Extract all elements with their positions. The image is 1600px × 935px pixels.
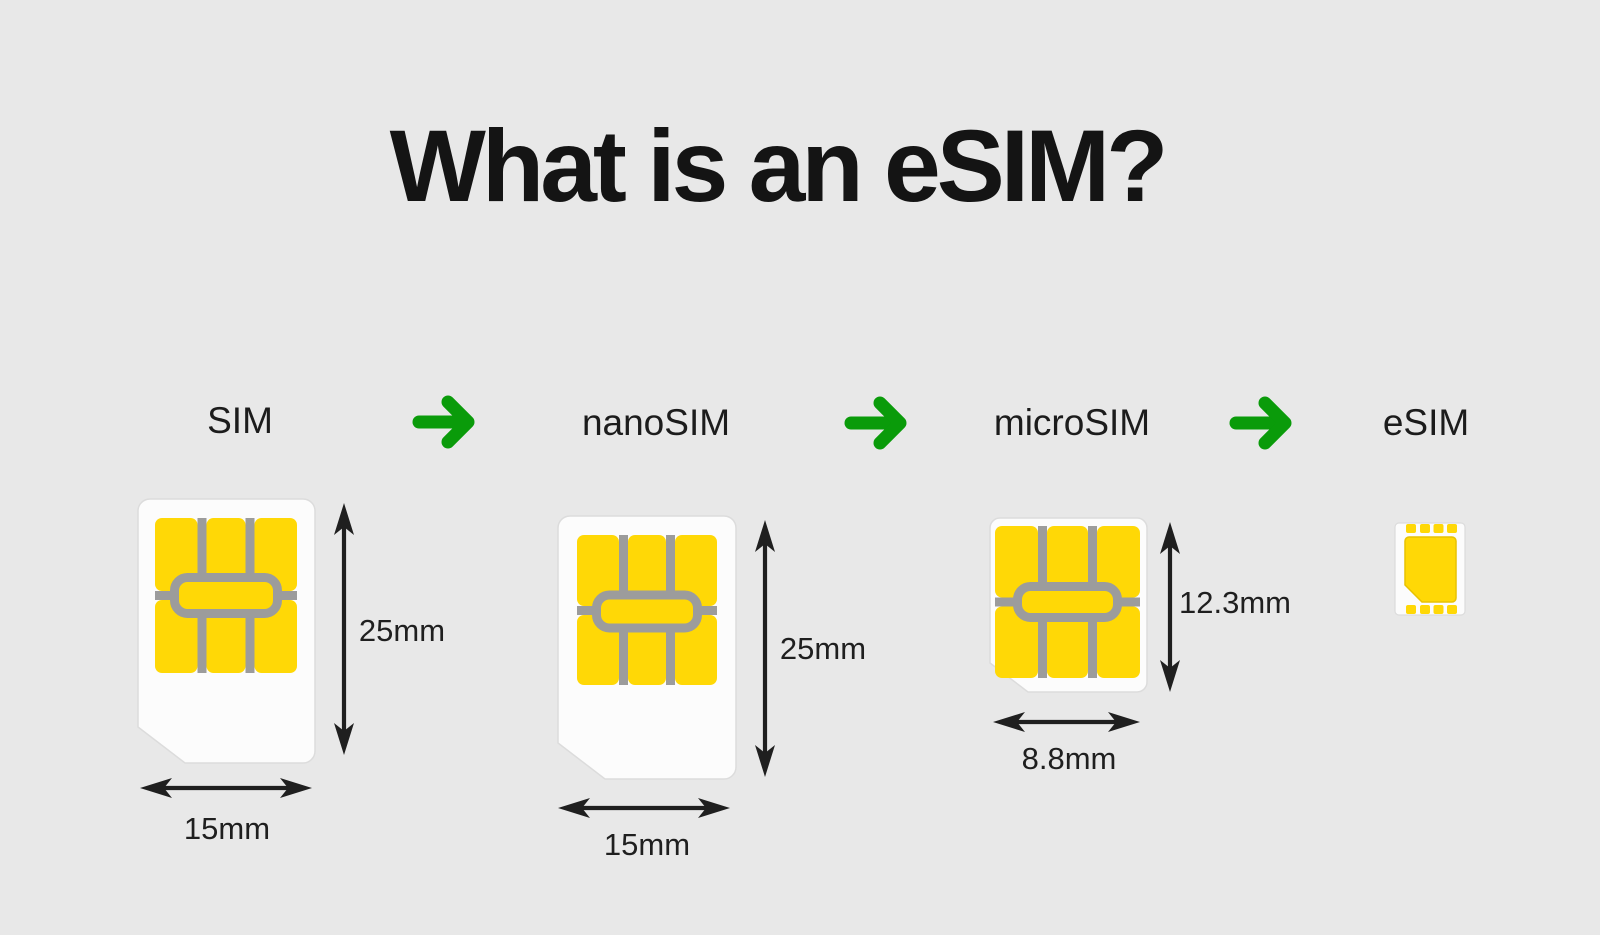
- arrow-microsim-to-esim-icon: [1229, 396, 1292, 450]
- esim-die-icon: [1404, 536, 1457, 603]
- microsim-width-arrow-icon: [993, 712, 1140, 732]
- nanosim-label: nanoSIM: [581, 402, 731, 443]
- arrow-nanosim-to-microsim-icon: [844, 396, 907, 450]
- microsim-chip-contacts-icon: [995, 526, 1140, 678]
- nanosim-width-arrow-icon: [558, 798, 730, 818]
- microsim-height-value: 12.3mm: [1179, 585, 1291, 620]
- esim-label: eSIM: [1382, 402, 1470, 443]
- sim-height-value: 25mm: [358, 613, 446, 648]
- nanosim-chip-contacts-icon: [577, 535, 717, 685]
- sim-width-value: 15mm: [183, 811, 271, 846]
- microsim-height-arrow-icon: [1160, 522, 1180, 692]
- sim-label: SIM: [207, 400, 273, 441]
- nanosim-card-graphic: [557, 515, 737, 780]
- esim-pins-icon: [1406, 524, 1457, 614]
- sim-chip-contacts-icon: [155, 518, 297, 673]
- arrow-sim-to-nanosim-icon: [412, 395, 475, 449]
- page-title: What is an eSIM?: [389, 109, 1169, 223]
- sim-height-arrow-icon: [334, 503, 354, 755]
- microsim-width-value: 8.8mm: [1021, 741, 1117, 776]
- microsim-label: microSIM: [993, 402, 1151, 443]
- esim-chip-graphic: [1394, 522, 1466, 616]
- sim-width-arrow-icon: [140, 778, 312, 798]
- microsim-card-graphic: [989, 517, 1148, 693]
- sim-card-graphic: [137, 498, 316, 764]
- nanosim-height-arrow-icon: [755, 520, 775, 777]
- nanosim-height-value: 25mm: [779, 631, 867, 666]
- nanosim-width-value: 15mm: [603, 827, 691, 862]
